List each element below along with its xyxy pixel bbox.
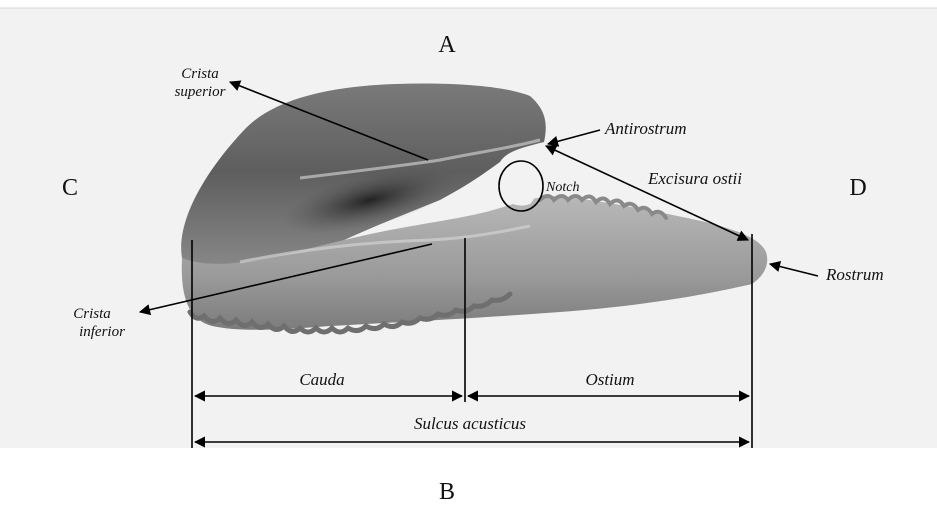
label-crista-superior-1: Crista (181, 66, 219, 82)
label-cauda: Cauda (299, 370, 344, 389)
notch-gap (503, 168, 537, 206)
orientation-right: D (849, 175, 866, 201)
label-crista-inferior-2: inferior (79, 324, 125, 340)
label-ostium: Ostium (585, 370, 634, 389)
orientation-left: C (62, 175, 78, 201)
label-rostrum: Rostrum (825, 265, 884, 284)
label-crista-inferior-1: Crista (73, 306, 111, 322)
label-antirostrum: Antirostrum (604, 119, 687, 138)
orientation-bottom: B (439, 479, 455, 505)
label-notch: Notch (545, 180, 579, 195)
label-crista-superior-2: superior (175, 84, 226, 100)
label-sulcus-acusticus: Sulcus acusticus (414, 414, 526, 433)
orientation-top: A (438, 32, 456, 58)
label-excisura-ostii: Excisura ostii (647, 169, 742, 188)
